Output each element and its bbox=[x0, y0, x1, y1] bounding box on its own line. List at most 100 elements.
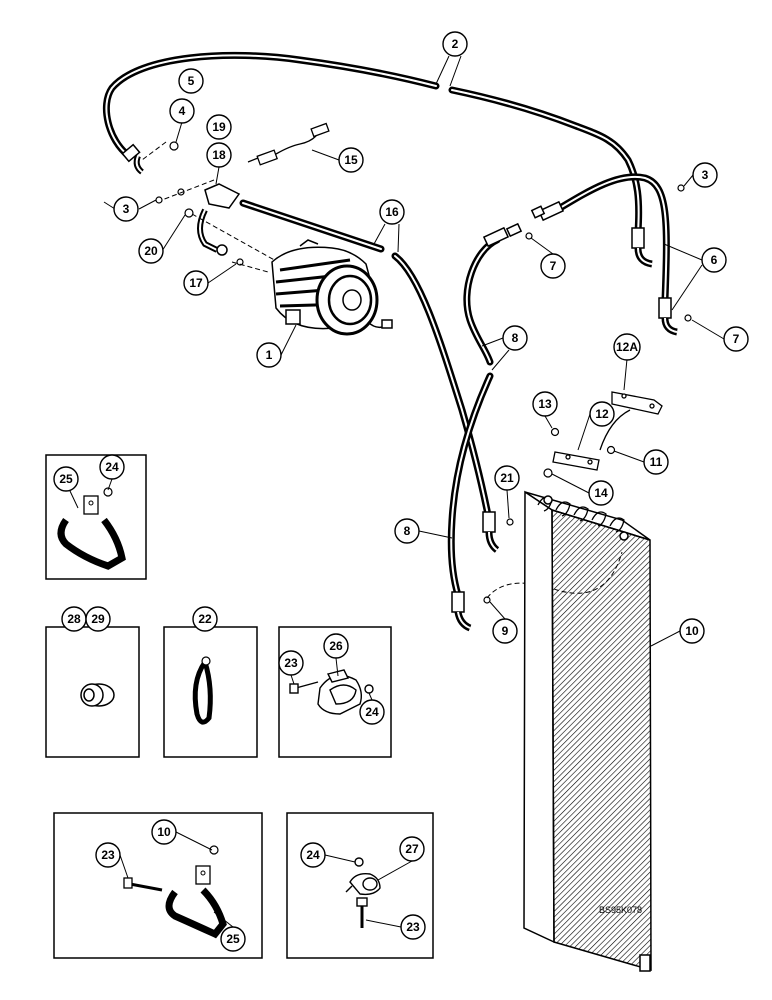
callout-label: 25 bbox=[59, 472, 73, 486]
callout-label: 8 bbox=[404, 524, 411, 538]
clamp-25-bolt-inset bbox=[123, 845, 227, 939]
callout-26: 26 bbox=[323, 633, 349, 659]
nuts-11-13-14 bbox=[543, 427, 616, 478]
callout-21: 21 bbox=[494, 465, 520, 491]
callout-circle bbox=[613, 333, 641, 361]
callout-circle bbox=[206, 142, 232, 168]
callout-label: 21 bbox=[500, 471, 514, 485]
callout-7: 7 bbox=[540, 253, 566, 279]
callout-23: 23 bbox=[95, 842, 121, 868]
callout-11: 11 bbox=[643, 449, 669, 475]
callout-circle bbox=[399, 836, 425, 862]
condenser bbox=[523, 490, 652, 972]
callout-12a: 12A bbox=[613, 333, 641, 361]
callout-label: 17 bbox=[189, 276, 203, 290]
callout-label: 8 bbox=[512, 331, 519, 345]
callout-circle bbox=[178, 68, 204, 94]
callout-circle bbox=[502, 325, 528, 351]
callout-leaders bbox=[69, 55, 725, 928]
callout-circle bbox=[338, 147, 364, 173]
callout-circle bbox=[442, 31, 468, 57]
callout-label: 23 bbox=[101, 848, 115, 862]
callout-label: 24 bbox=[105, 460, 119, 474]
callout-circle bbox=[138, 238, 164, 264]
callout-label: 12A bbox=[616, 340, 638, 354]
strap-22-inset bbox=[192, 656, 213, 725]
callout-25: 25 bbox=[53, 466, 79, 492]
callout-circle bbox=[85, 606, 111, 632]
callout-circle bbox=[323, 633, 349, 659]
callout-circle bbox=[701, 247, 727, 273]
callout-label: 18 bbox=[212, 148, 226, 162]
callout-29: 29 bbox=[85, 606, 111, 632]
callout-circle bbox=[99, 454, 125, 480]
callout-circle bbox=[723, 326, 749, 352]
callout-circle bbox=[220, 926, 246, 952]
callout-15: 15 bbox=[338, 147, 364, 173]
callout-16: 16 bbox=[379, 199, 405, 225]
callout-label: 2 bbox=[452, 37, 459, 51]
callout-10: 10 bbox=[151, 819, 177, 845]
callout-circle bbox=[589, 401, 615, 427]
callout-circle bbox=[679, 618, 705, 644]
callout-circle bbox=[300, 842, 326, 868]
callout-label: 27 bbox=[405, 842, 419, 856]
callout-circle bbox=[532, 391, 558, 417]
callout-25: 25 bbox=[220, 926, 246, 952]
callout-19: 19 bbox=[206, 114, 232, 140]
hose-fittings bbox=[121, 143, 678, 632]
compressor-manifold bbox=[197, 183, 241, 256]
callout-label: 20 bbox=[144, 244, 158, 258]
callout-circle bbox=[359, 699, 385, 725]
callout-label: 5 bbox=[188, 74, 195, 88]
callout-label: 10 bbox=[685, 624, 699, 638]
callout-1: 1 bbox=[256, 342, 282, 368]
callout-label: 28 bbox=[67, 612, 81, 626]
callout-label: 29 bbox=[91, 612, 105, 626]
callout-2: 2 bbox=[442, 31, 468, 57]
inset-boxes bbox=[45, 454, 434, 959]
clip-27-inset bbox=[345, 857, 381, 928]
callout-label: 24 bbox=[365, 705, 379, 719]
grommet-inset bbox=[80, 683, 115, 707]
callout-circle bbox=[400, 914, 426, 940]
callout-13: 13 bbox=[532, 391, 558, 417]
callout-label: 11 bbox=[650, 455, 663, 469]
callout-6: 6 bbox=[701, 247, 727, 273]
callout-7: 7 bbox=[723, 326, 749, 352]
callout-4: 4 bbox=[169, 98, 195, 124]
callout-12: 12 bbox=[589, 401, 615, 427]
compressor bbox=[271, 239, 393, 336]
callout-circle bbox=[113, 196, 139, 222]
callout-label: 12 bbox=[595, 407, 609, 421]
callout-label: 6 bbox=[711, 253, 718, 267]
callout-23: 23 bbox=[278, 650, 304, 676]
callout-circle bbox=[492, 618, 518, 644]
callout-circle bbox=[494, 465, 520, 491]
callout-24: 24 bbox=[99, 454, 125, 480]
callout-3: 3 bbox=[692, 162, 718, 188]
callout-label: 13 bbox=[538, 397, 552, 411]
callout-18: 18 bbox=[206, 142, 232, 168]
switch-15 bbox=[247, 122, 330, 166]
callout-20: 20 bbox=[138, 238, 164, 264]
hose-16 bbox=[239, 199, 492, 519]
callout-circle bbox=[169, 98, 195, 124]
callout-circle bbox=[183, 270, 209, 296]
clamp-25-inset bbox=[57, 487, 126, 570]
callout-label: 22 bbox=[198, 612, 212, 626]
callout-label: 4 bbox=[179, 104, 186, 118]
callout-24: 24 bbox=[359, 699, 385, 725]
bracket-12 bbox=[552, 409, 631, 471]
callout-label: 3 bbox=[123, 202, 130, 216]
callout-circle bbox=[540, 253, 566, 279]
callout-circle bbox=[692, 162, 718, 188]
callout-27: 27 bbox=[399, 836, 425, 862]
callout-label: 9 bbox=[502, 624, 509, 638]
callout-24: 24 bbox=[300, 842, 326, 868]
callout-28: 28 bbox=[61, 606, 87, 632]
callout-8: 8 bbox=[502, 325, 528, 351]
callout-circle bbox=[278, 650, 304, 676]
callout-label: 1 bbox=[266, 348, 273, 362]
